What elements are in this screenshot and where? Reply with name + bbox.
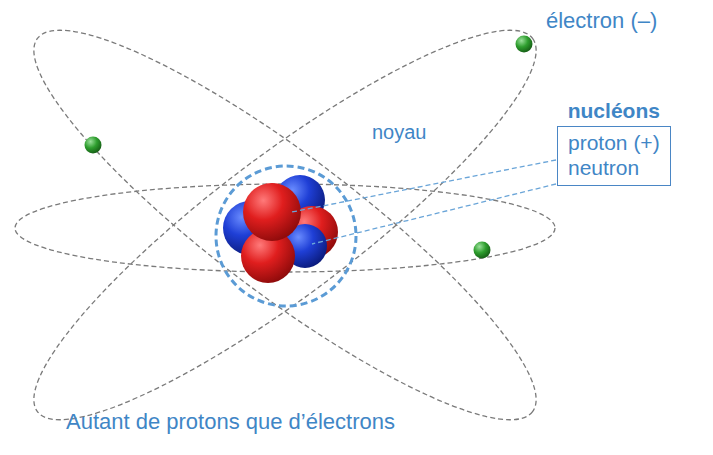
nucleus-label: noyau — [372, 121, 427, 144]
electron-dot — [85, 137, 102, 154]
particle-name: proton (+) — [568, 130, 660, 155]
particle-name: neutron — [568, 155, 660, 180]
nucleons — [223, 175, 338, 283]
electron-dot — [516, 36, 533, 53]
leader-lines — [292, 160, 556, 244]
leader-line — [292, 160, 556, 212]
nucleus-outline — [216, 166, 356, 306]
electron-dot — [474, 242, 491, 259]
orbit — [0, 0, 575, 455]
electron-label: électron (–) — [546, 8, 657, 33]
box-heading: nucléons — [557, 98, 671, 123]
orbits — [0, 0, 575, 455]
orbit — [0, 0, 575, 455]
nucleon-box: nucléons proton (+)neutron — [557, 98, 671, 186]
box-frame: proton (+)neutron — [557, 126, 671, 185]
leader-line — [312, 184, 556, 244]
caption: Autant de protons que d’électrons — [66, 409, 395, 434]
